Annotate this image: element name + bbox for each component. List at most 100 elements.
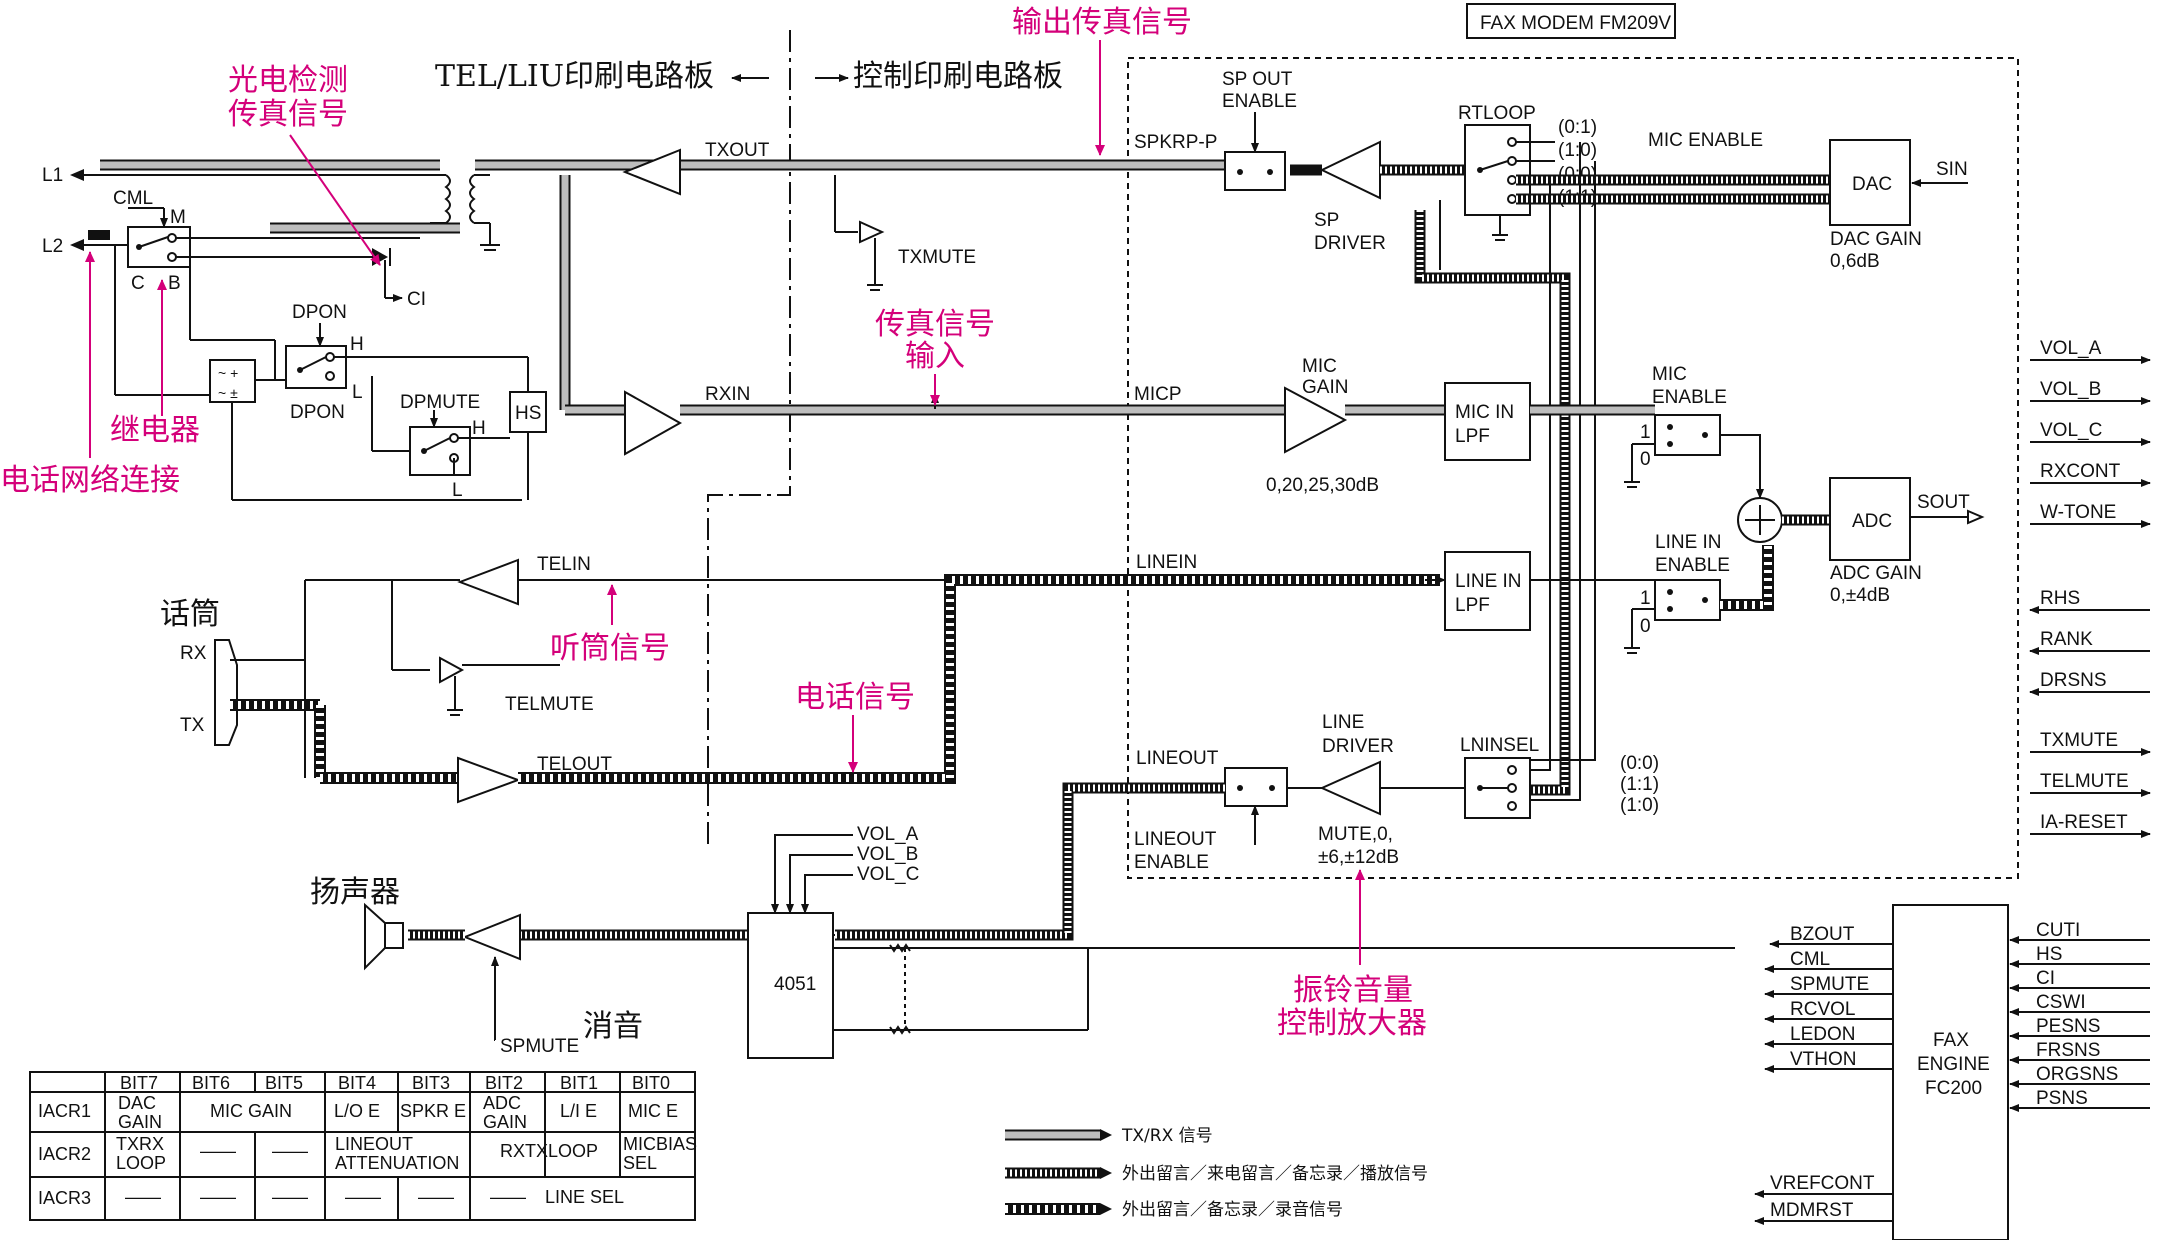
svg-text:输入: 输入: [905, 339, 965, 374]
signal-label: DRSNS: [2040, 670, 2107, 691]
svg-text:IACR2: IACR2: [38, 1144, 91, 1164]
svg-text:输出传真信号: 输出传真信号: [1012, 5, 1192, 40]
svg-text:DRIVER: DRIVER: [1322, 736, 1394, 757]
svg-text:SOUT: SOUT: [1917, 492, 1970, 513]
svg-text:C: C: [131, 273, 145, 294]
svg-text:ENABLE: ENABLE: [1222, 91, 1297, 112]
signal-label: PESNS: [2036, 1016, 2100, 1037]
svg-text:LINEOUT: LINEOUT: [1136, 748, 1219, 769]
svg-text:(0:0): (0:0): [1620, 753, 1659, 774]
svg-text:LPF: LPF: [1455, 595, 1490, 616]
signal-label: SPMUTE: [1790, 974, 1869, 995]
svg-text:0,6dB: 0,6dB: [1830, 251, 1880, 272]
svg-text:L1: L1: [42, 165, 63, 186]
svg-text:传真信号: 传真信号: [228, 97, 348, 132]
signal-label: VOL_C: [2040, 420, 2102, 441]
svg-text:LINEIN: LINEIN: [1136, 552, 1197, 573]
speaker-section: 4051 VOL_A VOL_B VOL_C 扬声器 SPMUTE 消音: [310, 824, 1735, 1059]
handset-path: 话筒 RX TX TELIN TELMUTE TELOUT: [160, 554, 1440, 804]
svg-text:LINE IN: LINE IN: [1455, 571, 1522, 592]
svg-text:CI: CI: [407, 289, 426, 310]
svg-text:话筒: 话筒: [160, 597, 220, 632]
svg-text:DPON: DPON: [290, 402, 345, 423]
svg-text:——: ——: [125, 1187, 161, 1207]
right-signals: VOL_AVOL_BVOL_CRXCONTW-TONERHSRANKDRSNST…: [2029, 338, 2151, 838]
svg-text:LNINSEL: LNINSEL: [1460, 735, 1539, 756]
signal-label: RHS: [2040, 588, 2080, 609]
svg-text:SIN: SIN: [1936, 159, 1968, 180]
signal-label: CI: [2036, 968, 2055, 989]
svg-text:SPKRP-P: SPKRP-P: [1134, 132, 1217, 153]
right-board-label: 控制印刷电路板: [853, 59, 1063, 94]
signal-label: CSWI: [2036, 992, 2086, 1013]
svg-text:ADC GAIN: ADC GAIN: [1830, 563, 1922, 584]
svg-text:MUTE,0,: MUTE,0,: [1318, 824, 1393, 845]
svg-text:DAC GAIN: DAC GAIN: [1830, 229, 1922, 250]
svg-text:RTLOOP: RTLOOP: [1458, 103, 1536, 124]
fax-modem-boundary: [1127, 57, 2019, 879]
svg-text:(1:0): (1:0): [1620, 795, 1659, 816]
svg-text:LINEOUT: LINEOUT: [1134, 829, 1217, 850]
svg-text:控制放大器: 控制放大器: [1277, 1006, 1427, 1041]
board-divider: [707, 30, 791, 850]
svg-text:0: 0: [1640, 616, 1651, 637]
svg-text:SPMUTE: SPMUTE: [500, 1036, 579, 1057]
svg-text:外出留言／备忘录／录音信号: 外出留言／备忘录／录音信号: [1122, 1200, 1343, 1220]
svg-text:BIT5: BIT5: [265, 1073, 303, 1093]
svg-text:L: L: [452, 480, 463, 501]
signal-label: FRSNS: [2036, 1040, 2100, 1061]
svg-text:BIT7: BIT7: [120, 1073, 158, 1093]
svg-text:(1:1): (1:1): [1620, 774, 1659, 795]
svg-text:L/O E: L/O E: [334, 1101, 380, 1121]
fax-engine: FAX ENGINE FC200: [1892, 904, 2009, 1240]
svg-text:IACR3: IACR3: [38, 1188, 91, 1208]
svg-text:BIT2: BIT2: [485, 1073, 523, 1093]
svg-text:MIC IN: MIC IN: [1455, 402, 1514, 423]
svg-text:MIC ENABLE: MIC ENABLE: [1648, 130, 1763, 151]
svg-text:SP: SP: [1314, 210, 1339, 231]
svg-text:GAIN: GAIN: [1302, 377, 1348, 398]
adc-section: ADC SOUT ADC GAIN 0,±4dB: [1737, 477, 1985, 606]
svg-text:~ +: ~ +: [218, 365, 238, 381]
svg-text:TELOUT: TELOUT: [537, 754, 612, 775]
signal-label: IA-RESET: [2040, 812, 2128, 833]
svg-text:ENGINE: ENGINE: [1917, 1054, 1990, 1075]
svg-text:M: M: [170, 207, 186, 228]
line-in-section: LINEIN LINE IN LPF LINE IN ENABLE 1 0: [1136, 532, 1774, 654]
signal-label: BZOUT: [1790, 924, 1855, 945]
signal-label: VTHON: [1790, 1049, 1857, 1070]
annotations: 输出传真信号 光电检测 传真信号 传真信号 输入 继电器 电话网络连接 听筒信号…: [0, 5, 1427, 1041]
svg-text:LINE IN: LINE IN: [1655, 532, 1722, 553]
svg-text:FAX MODEM FM209V: FAX MODEM FM209V: [1480, 13, 1671, 34]
svg-text:LINE: LINE: [1322, 712, 1364, 733]
tx-rx-path: TXOUT RXIN TXMUTE: [475, 140, 1290, 456]
svg-text:光电检测: 光电检测: [228, 63, 348, 98]
signal-label: W-TONE: [2040, 502, 2116, 523]
svg-text:FAX: FAX: [1933, 1030, 1969, 1051]
svg-text:外出留言／来电留言／备忘录／播放信号: 外出留言／来电留言／备忘录／播放信号: [1122, 1164, 1428, 1184]
svg-text:听筒信号: 听筒信号: [550, 631, 670, 666]
register-table: BIT7 BIT6 BIT5 BIT4 BIT3 BIT2 BIT1 BIT0 …: [29, 1071, 697, 1221]
svg-text:——: ——: [272, 1187, 308, 1207]
svg-text:MIC E: MIC E: [628, 1101, 678, 1121]
svg-text:BIT6: BIT6: [192, 1073, 230, 1093]
svg-text:MIC: MIC: [1302, 356, 1337, 377]
mic-input-section: MICP MIC GAIN 0,20,25,30dB MIC IN LPF MI…: [1134, 356, 1764, 499]
svg-text:TXMUTE: TXMUTE: [898, 247, 976, 268]
signal-label: CUTI: [2036, 920, 2080, 941]
svg-text:VOL_C: VOL_C: [857, 864, 919, 885]
svg-text:(0:1): (0:1): [1558, 117, 1597, 138]
signal-label: VOL_B: [2040, 379, 2101, 400]
signal-label: CML: [1790, 949, 1830, 970]
signal-label: TELMUTE: [2040, 771, 2129, 792]
svg-text:0,±4dB: 0,±4dB: [1830, 585, 1890, 606]
svg-text:MIC GAIN: MIC GAIN: [210, 1101, 292, 1121]
svg-text:ENABLE: ENABLE: [1134, 852, 1209, 873]
svg-text:ENABLE: ENABLE: [1652, 387, 1727, 408]
